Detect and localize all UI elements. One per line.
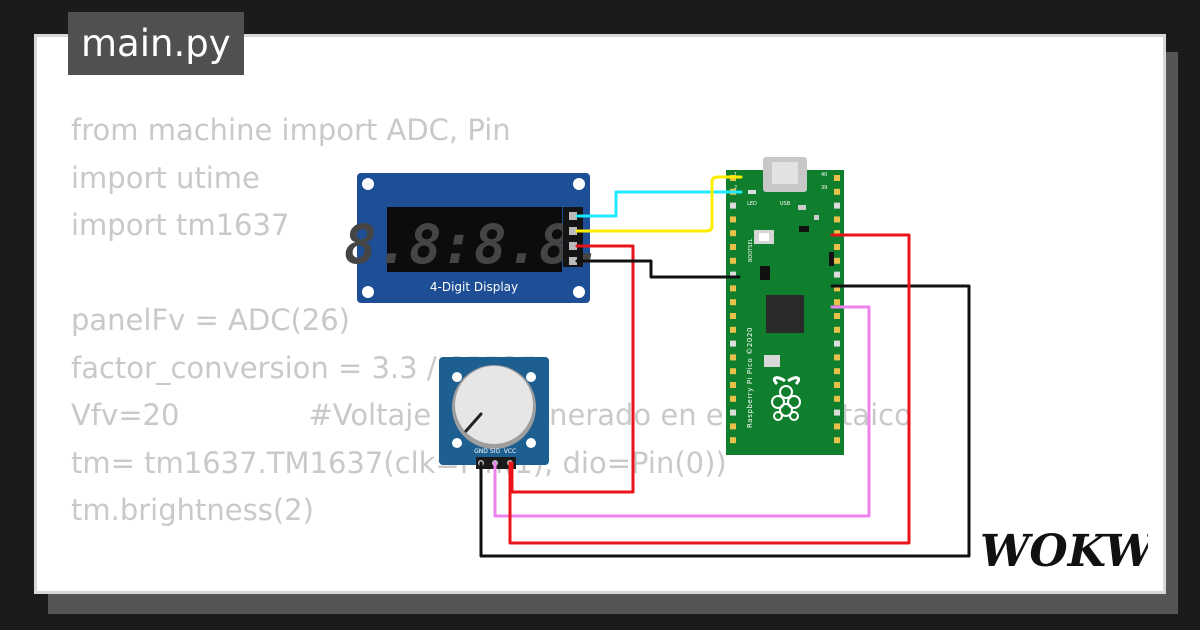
- display-label: 4-Digit Display: [430, 280, 518, 294]
- raspberry-pi-pico[interactable]: LED USB 1 2 39 40 BOOTSEL Raspberry Pi P…: [726, 157, 844, 455]
- mounting-hole: [362, 178, 374, 190]
- pico-right-pin[interactable]: [834, 340, 840, 347]
- pico-left-pin[interactable]: [730, 354, 736, 361]
- pico-left-pin[interactable]: [730, 409, 736, 416]
- mounting-hole: [526, 438, 536, 448]
- bootsel-label: BOOTSEL: [748, 238, 754, 262]
- pot-knob[interactable]: [455, 366, 533, 444]
- wire-display-vcc[interactable]: [510, 244, 635, 494]
- pico-right-pin[interactable]: [834, 285, 840, 292]
- pico-right-pin[interactable]: [834, 437, 840, 444]
- pico-right-pin[interactable]: [834, 257, 840, 264]
- logo-text: WOKWi: [980, 526, 1148, 574]
- code-line: factor_conversion = 3.3 / 65535: [71, 350, 539, 385]
- wire-display-gnd[interactable]: [575, 259, 741, 279]
- pico-right-pin[interactable]: [834, 175, 840, 181]
- smd-component: [798, 205, 806, 210]
- code-line: from machine import ADC, Pin: [71, 113, 511, 147]
- pico-left-pin[interactable]: [730, 257, 736, 264]
- smd-component: [799, 226, 809, 232]
- pin-number-40: 40: [821, 172, 827, 178]
- pico-left-pin[interactable]: [730, 271, 736, 278]
- display-header: [563, 207, 583, 267]
- pico-right-pin[interactable]: [834, 230, 840, 237]
- code-line: panelFv = ADC(26): [71, 303, 350, 337]
- potentiometer[interactable]: GND SIG VCC: [439, 357, 549, 469]
- mounting-hole: [573, 178, 585, 190]
- header-pin-clk[interactable]: [569, 212, 577, 220]
- pot-knob-indicator: [464, 412, 483, 433]
- pot-pin-label-sig: SIG: [490, 448, 501, 455]
- pico-right-pin[interactable]: [834, 216, 840, 223]
- file-tab[interactable]: main.py: [68, 12, 244, 75]
- bootsel-button-cap: [759, 233, 769, 241]
- pico-left-pin[interactable]: [730, 313, 736, 319]
- pico-left-pin[interactable]: [730, 423, 736, 430]
- pico-right-pin[interactable]: [834, 423, 840, 430]
- led-label: LED: [747, 201, 757, 207]
- pico-right-pin[interactable]: [834, 313, 840, 319]
- mounting-hole: [573, 286, 585, 298]
- smd-component: [829, 252, 834, 266]
- wire-dio[interactable]: [575, 175, 743, 233]
- pico-left-pin[interactable]: [730, 244, 736, 250]
- pico-right-pin[interactable]: [834, 326, 840, 333]
- mounting-hole: [452, 438, 462, 448]
- wire-pot-vcc[interactable]: [508, 233, 911, 545]
- pico-left-pin[interactable]: [730, 395, 736, 402]
- header-pin-gnd[interactable]: [569, 257, 577, 265]
- pico-right-pin[interactable]: [834, 202, 840, 209]
- mounting-hole: [452, 372, 462, 382]
- display-digits: 8.8:8.8.: [344, 213, 604, 276]
- wire-pot-gnd[interactable]: [479, 284, 971, 558]
- pico-left-pin[interactable]: [730, 368, 736, 375]
- wire-pot-sig[interactable]: [493, 305, 871, 518]
- led: [748, 190, 756, 194]
- board-silkscreen: Raspberry Pi Pico ©2020: [746, 327, 754, 428]
- code-line: import tm1637: [71, 208, 290, 242]
- pot-pin-label-gnd: GND: [474, 448, 488, 455]
- mounting-hole: [526, 372, 536, 382]
- pico-left-pin[interactable]: [730, 437, 736, 444]
- pico-left-pin[interactable]: [730, 285, 736, 292]
- mounting-hole: [362, 286, 374, 298]
- rp2040-chip: [766, 295, 804, 333]
- four-digit-display[interactable]: 8.8:8.8. 4-Digit Display: [344, 173, 604, 303]
- usb-port: [772, 162, 798, 184]
- smd-component: [760, 266, 770, 280]
- pico-right-pin[interactable]: [834, 299, 840, 306]
- raspberry-logo-icon: [771, 376, 801, 421]
- usb-label: USB: [780, 201, 791, 207]
- code-line: tm.brightness(2): [71, 493, 314, 527]
- pico-right-pin[interactable]: [834, 368, 840, 375]
- wire-clk[interactable]: [575, 190, 743, 218]
- code-line: while True:: [71, 582, 912, 591]
- pico-left-pin[interactable]: [730, 299, 736, 306]
- pico-left-pin[interactable]: [730, 202, 736, 209]
- header-pin-dio[interactable]: [569, 227, 577, 235]
- header-pin-vcc[interactable]: [569, 242, 577, 250]
- pico-left-pin[interactable]: [730, 326, 736, 333]
- pico-right-pin[interactable]: [834, 244, 840, 250]
- pin-number-2: 2: [734, 185, 737, 191]
- wokwi-logo: WOKWi: [980, 526, 1148, 574]
- pico-right-pin[interactable]: [834, 354, 840, 361]
- pico-right-pin[interactable]: [834, 409, 840, 416]
- pico-right-pin[interactable]: [834, 188, 840, 195]
- pico-left-pin[interactable]: [730, 382, 736, 388]
- pico-right-pin[interactable]: [834, 271, 840, 278]
- pot-pin-label-vcc: VCC: [504, 448, 516, 455]
- pico-left-pin[interactable]: [730, 230, 736, 237]
- display-window: [387, 207, 562, 272]
- pico-right-pin[interactable]: [834, 395, 840, 402]
- code-line: import utime: [71, 160, 260, 195]
- pico-left-pin[interactable]: [730, 216, 736, 223]
- pico-right-pin[interactable]: [834, 382, 840, 388]
- flash-chip: [764, 355, 780, 367]
- pico-left-pin[interactable]: [730, 340, 736, 347]
- smd-component: [814, 215, 819, 220]
- pin-number-39: 39: [821, 185, 827, 191]
